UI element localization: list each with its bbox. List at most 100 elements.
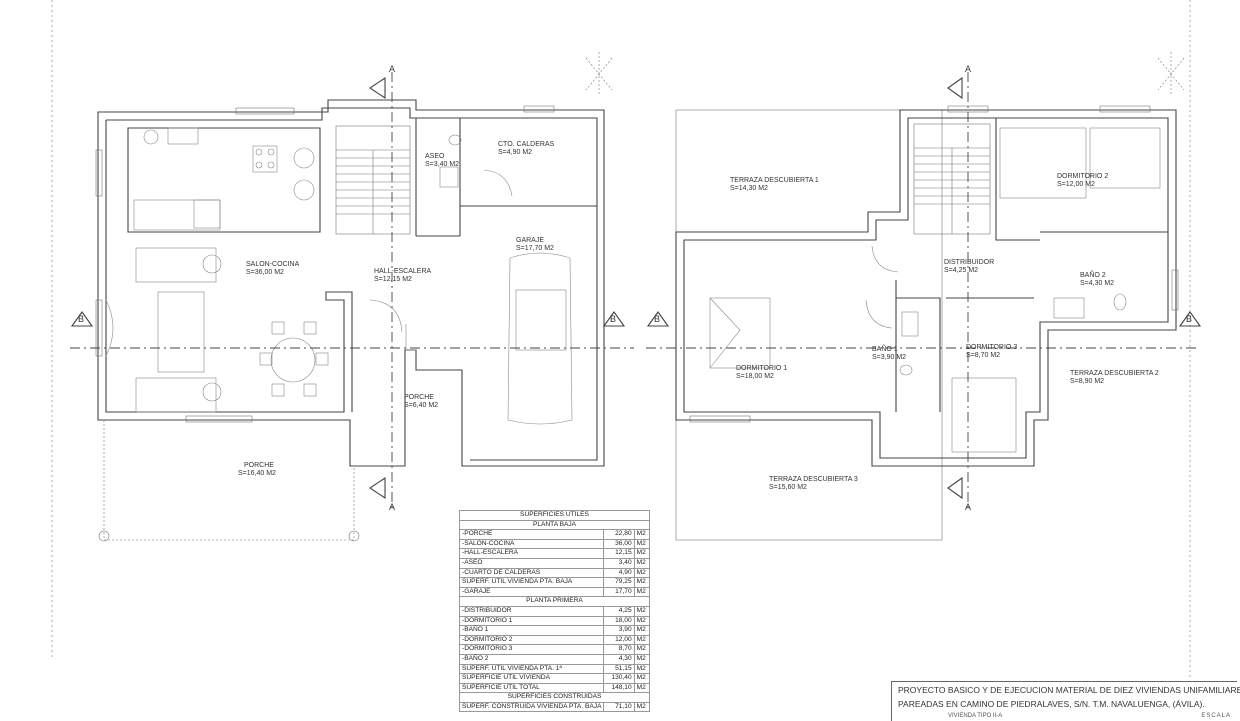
section-mark-b-right-2: B [1186,314,1192,324]
section-heading: SUPERFICIES CONSTRUIDAS [459,692,650,703]
row-value: 8,70 [603,644,635,655]
section-mark-a-top-1: A [389,64,395,74]
room-name: PORCHE [244,462,274,469]
room-area: S=3,40 M2 [425,161,459,168]
room-area: S=14,30 M2 [730,185,768,192]
row-value: 18,00 [603,615,635,627]
row-label: SUPERF. UTIL VIVIENDA PTA. BAJA [458,577,605,588]
row-unit: M2 [633,586,651,598]
first-floor-labels: TERRAZA DESCUBIERTA 1 S=14,30 M2 DORMITO… [730,173,1159,491]
row-value: 79,25 [603,577,635,588]
room-area: S=8,90 M2 [1070,378,1104,385]
areas-table-title: SUPERFICIES UTILES [459,510,650,521]
section-mark-a-top-2: A [965,64,971,74]
room-name: ASEO [425,153,445,160]
row-label: -DORMITORIO 2 [458,634,605,646]
row-unit: M2 [633,567,651,579]
row-value: 17,70 [603,586,635,598]
row-label: -ASEO [458,557,605,569]
row-label: SUPERFICIE UTIL VIVIENDA [458,673,605,684]
room-name: BAÑO 2 [1080,270,1106,279]
row-value: 148,10 [603,682,635,694]
row-value: 4,30 [603,653,635,665]
room-name: BAÑO 1 [872,344,898,353]
row-value: 36,00 [603,538,635,550]
room-name: DORMITORIO 1 [736,365,787,372]
row-value: 3,40 [603,557,635,569]
room-area: S=16,40 M2 [238,470,276,477]
scale-label: ESCALA [1201,713,1231,719]
row-label: -DISTRIBUIDOR [458,605,605,617]
row-label: -GARAJE [458,586,605,598]
row-value: 12,00 [603,634,635,646]
room-area: S=17,70 M2 [516,245,554,252]
row-unit: M2 [633,634,651,646]
room-name: HALL-ESCALERA [374,268,432,275]
room-name: DISTRIBUIDOR [944,259,994,266]
row-unit: M2 [633,682,651,694]
row-label: -HALL-ESCALERA [458,548,605,559]
room-area: S=8,70 M2 [966,352,1000,359]
room-name: SALON-COCINA [246,261,300,268]
row-unit: M2 [633,605,651,617]
room-area: S=12,00 M2 [1057,181,1095,188]
drawing-subtitle: VIVIENDA TIPO II-A [948,713,1003,719]
room-area: S=12,15 M2 [374,276,412,283]
room-name: PORCHE [404,394,434,401]
room-name: DORMITORIO 3 [966,344,1017,351]
row-unit: M2 [633,663,651,675]
row-value: 22,80 [603,529,635,540]
room-name: DORMITORIO 2 [1057,173,1108,180]
row-label: SUPERF. CONSTRUIDA VIVIENDA PTA. BAJA [458,701,605,713]
row-unit: M2 [633,577,651,588]
row-value: 12,15 [603,548,635,559]
row-label: -BAÑO 2 [458,653,605,665]
row-value: 130,40 [603,673,635,684]
row-label: -DORMITORIO 1 [458,615,605,627]
row-label: -DORMITORIO 3 [458,644,605,655]
title-block: PROYECTO BASICO Y DE EJECUCION MATERIAL … [891,681,1240,721]
room-area: S=36,00 M2 [246,269,284,276]
row-unit: M2 [633,673,651,684]
row-unit: M2 [633,615,651,627]
room-area: S=4,25 M2 [944,267,978,274]
row-value: 4,25 [603,605,635,617]
project-title-line-2: PAREADAS EN CAMINO DE PIEDRALAVES, S/N. … [898,699,1205,709]
room-name: TERRAZA DESCUBIERTA 3 [769,476,858,483]
room-area: S=18,00 M2 [736,373,774,380]
row-unit: M2 [633,625,651,636]
row-value: 4,90 [603,567,635,579]
section-mark-b-right-1: B [610,314,616,324]
room-area: S=4,30 M2 [1080,280,1114,287]
section-heading: PLANTA PRIMERA [459,596,650,607]
row-unit: M2 [633,557,651,569]
row-value: 71,10 [603,701,635,713]
row-value: 3,90 [603,625,635,636]
row-value: 51,15 [603,663,635,675]
row-label: -PORCHE [458,529,605,540]
row-label: -BAÑO 1 [458,625,605,636]
row-label: -CUARTO DE CALDERAS [458,567,605,579]
room-area: S=4,90 M2 [498,149,532,156]
row-unit: M2 [633,529,651,540]
row-unit: M2 [633,701,651,713]
section-mark-a-bottom-2: A [965,502,971,512]
row-label: SUPERF. UTIL VIVIENDA PTA. 1ª [458,663,605,675]
